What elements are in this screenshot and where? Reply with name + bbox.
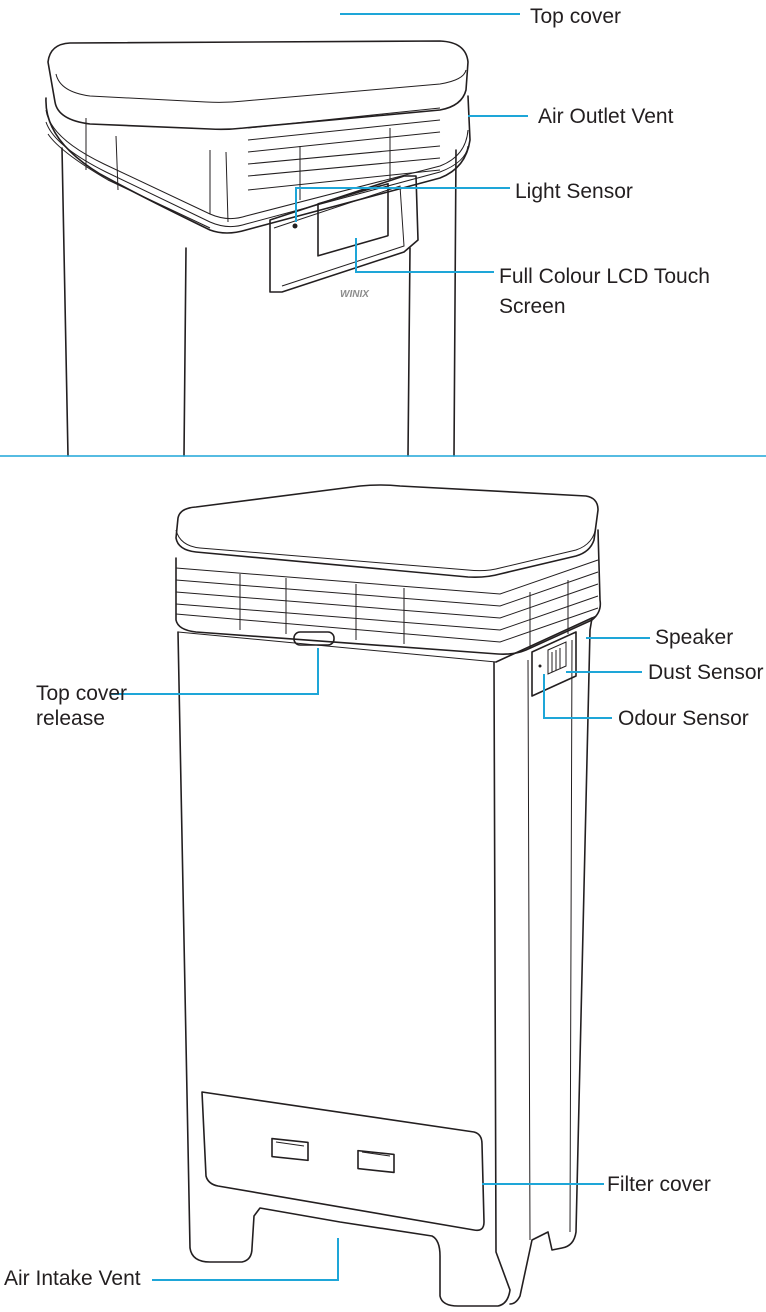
sensor-panel [531, 631, 577, 697]
winix-logo: WINIX [340, 289, 370, 300]
filter-latch-right [357, 1149, 395, 1174]
label-top-cover-release-line1: Top cover [36, 682, 128, 705]
label-top-cover: Top cover [530, 5, 622, 28]
label-lcd-line1: Full Colour LCD Touch [499, 265, 710, 288]
purifier-body [177, 631, 511, 1307]
top-cover-release-button [293, 631, 335, 646]
label-dust-sensor: Dust Sensor [648, 661, 764, 684]
label-top-cover-release-line2: release [36, 707, 105, 730]
air-outlet-vent-rear [175, 529, 602, 655]
front-view: WINIX [45, 40, 471, 457]
lcd-touch-screen [317, 182, 389, 257]
air-outlet-vent [45, 95, 471, 234]
label-air-intake-vent: Air Intake Vent [4, 1267, 141, 1290]
label-air-outlet-vent: Air Outlet Vent [538, 105, 674, 128]
leader-top-cover-release [110, 648, 319, 695]
light-sensor-dot [292, 223, 298, 229]
label-filter-cover: Filter cover [607, 1173, 711, 1196]
label-odour-sensor: Odour Sensor [618, 707, 749, 730]
side-view [175, 484, 602, 1307]
filter-latch-left [271, 1137, 309, 1162]
label-lcd-line2: Screen [499, 295, 566, 318]
leader-air-intake-vent [152, 1238, 339, 1281]
leader-light-sensor [295, 187, 510, 222]
leader-odour-sensor [543, 674, 612, 719]
control-panel: WINIX [269, 175, 419, 300]
top-cover [47, 40, 469, 131]
filter-cover [201, 1091, 485, 1232]
top-cover-rear [175, 484, 599, 578]
leader-lines [110, 13, 650, 1281]
label-speaker: Speaker [655, 626, 734, 649]
leader-lcd-screen [355, 238, 494, 273]
label-light-sensor: Light Sensor [515, 180, 633, 203]
